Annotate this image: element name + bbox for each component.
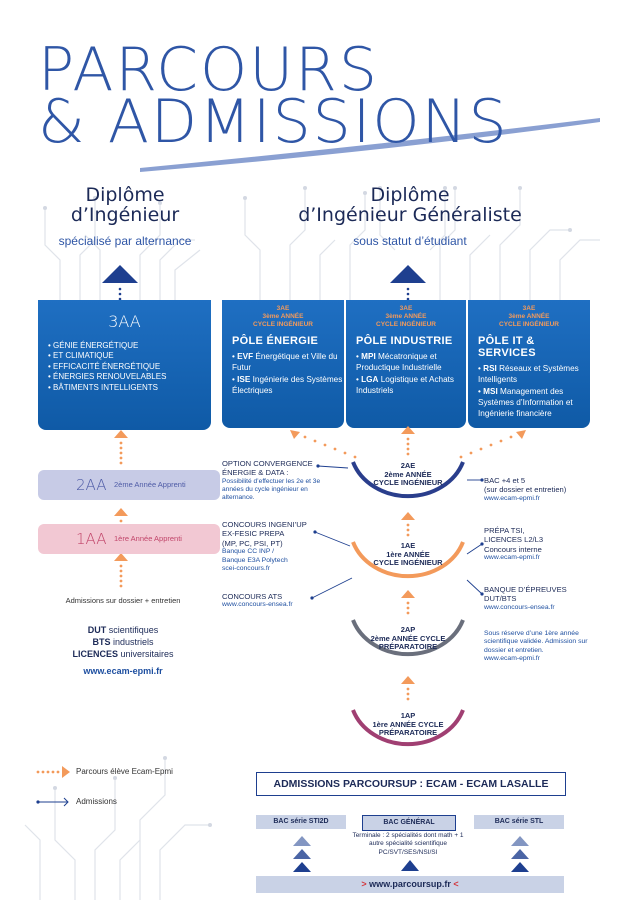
legend-item-parcours: Parcours élève Ecam-Epmi <box>76 767 173 776</box>
note-prepa-tsi: PRÉPA TSI, LICENCES L2/L3 Concours inter… <box>484 526 594 563</box>
admission-url[interactable]: www.ecam-epmi.fr <box>83 666 163 676</box>
parcoursup-title: ADMISSIONS PARCOURSUP : ECAM - ECAM LASA… <box>256 772 566 796</box>
right-header-line2: d’Ingénieur Généraliste <box>298 203 522 226</box>
arc-line2: CYCLE INGÉNIEUR <box>373 478 443 488</box>
arc-code: 2AP <box>400 625 416 634</box>
ecam-link[interactable]: www.ecam-epmi.fr <box>484 554 540 562</box>
pole-title: PÔLE IT & SERVICES <box>478 335 536 360</box>
arc-line1: 1ère ANNÉE CYCLE <box>372 719 444 729</box>
bar-1aa-label: 1ère Année Apprenti <box>114 534 182 543</box>
admission-intro: Admissions sur dossier + entretien <box>65 596 181 605</box>
note-concours-ats: CONCOURS ATS www.concours-ensea.fr <box>222 592 337 610</box>
list-item: EFFICACITÉ ÉNERGÉTIQUE <box>48 362 211 372</box>
page-title-line1: PARCOURS <box>38 35 379 105</box>
bar-1aa-code: 1AA <box>76 530 107 548</box>
card-tag-year: 3ème ANNÉE <box>262 313 304 321</box>
ensea-link[interactable]: www.concours-ensea.fr <box>484 603 555 611</box>
right-header-sub: sous statut d’étudiant <box>353 234 467 248</box>
left-header-line2: d’Ingénieur <box>70 203 180 226</box>
triangles-stl-icon <box>511 836 529 872</box>
arc-code: 2AE <box>400 461 416 470</box>
admission-diplomas: DUT scientifiques BTS industriels LICENC… <box>72 625 174 660</box>
arc-line1: 1ère ANNÉE <box>386 549 430 559</box>
note-banque-epreuves: BANQUE D’ÉPREUVES DUT/BTS www.concours-e… <box>484 585 594 612</box>
pole-title: PÔLE INDUSTRIE <box>356 335 453 348</box>
arc-line2: CYCLE INGÉNIEUR <box>373 558 443 568</box>
bac-general: BAC GÉNÉRAL <box>362 815 456 831</box>
card-tag-code: 3AE <box>399 305 413 312</box>
arc-line2: PRÉPARATOIRE <box>378 728 438 738</box>
left-header: Diplôme d’Ingénieur <box>40 184 210 226</box>
triangle-general-icon <box>401 860 419 871</box>
card-3aa: 3AA GÉNIE ÉNERGÉTIQUE ET CLIMATIQUE EFFI… <box>38 300 211 430</box>
right-header: Diplôme d’Ingénieur Généraliste <box>290 184 530 226</box>
list-item: ÉNERGIES RENOUVELABLES <box>48 372 211 382</box>
pole-title: PÔLE ÉNERGIE <box>232 335 319 348</box>
arc-2ap: 2AP 2ème ANNÉE CYCLE PRÉPARATOIRE <box>348 625 468 652</box>
list-item: EVF Énergétique et Ville du Futur <box>232 351 344 373</box>
bar-2aa-label: 2ème Année Apprenti <box>114 480 186 489</box>
list-item: MSI Management des Systèmes d’Informatio… <box>478 386 590 419</box>
arc-2ae: 2AE 2ème ANNÉE CYCLE INGÉNIEUR <box>348 461 468 488</box>
note-reserve: Sous réserve d’une 1ère année scientifiq… <box>484 630 600 664</box>
bar-2aa: 2AA 2ème Année Apprenti <box>38 470 220 500</box>
card-tag-code: 3AE <box>276 305 290 312</box>
note-concours-ingeniup: CONCOURS INGENI’UP EX-FESIC PREPA (MP, P… <box>222 520 337 574</box>
ecam-link[interactable]: www.ecam-epmi.fr <box>484 494 540 502</box>
list-item: MPI Mécatronique et Productique Industri… <box>356 351 466 373</box>
arc-line2: PRÉPARATOIRE <box>378 642 438 652</box>
bar-1aa: 1AA 1ère Année Apprenti <box>38 524 220 554</box>
arc-line1: 2ème ANNÉE CYCLE <box>370 633 446 643</box>
card-tag-year: 3ème ANNÉE <box>508 313 550 321</box>
bac-sti2d: BAC série STI2D <box>256 815 346 829</box>
list-item: GÉNIE ÉNERGÉTIQUE <box>48 341 211 351</box>
legend-icons <box>36 766 70 807</box>
ensea-link[interactable]: www.concours-ensea.fr <box>222 601 293 609</box>
list-item: RSI Réseaux et Systèmes Intelligents <box>478 363 590 385</box>
arc-code: 1AE <box>400 541 416 550</box>
arc-line1: 2ème ANNÉE <box>384 469 432 479</box>
parcoursup-link[interactable]: > www.parcoursup.fr < <box>256 876 564 893</box>
list-item: ISE Ingénierie des Systèmes Électriques <box>232 374 344 396</box>
triangles-sti2d-icon <box>293 836 311 872</box>
cycle-diagram <box>290 426 526 747</box>
card-tag-code: 3AE <box>522 305 536 312</box>
legend-item-admissions: Admissions <box>76 797 117 806</box>
right-header-line1: Diplôme <box>370 184 450 206</box>
left-header-sub: spécialisé par alternance <box>58 234 192 248</box>
card-pole-it-services: 3AE 3ème ANNÉE CYCLE INGÉNIEUR PÔLE IT &… <box>468 300 590 428</box>
list-item: LGA Logistique et Achats Industriels <box>356 374 466 396</box>
arc-code: 1AP <box>400 711 416 720</box>
bar-2aa-code: 2AA <box>76 476 107 494</box>
up-arrow-icon <box>390 265 426 306</box>
note-bac-4-5: BAC +4 et 5 (sur dossier et entretien) w… <box>484 476 594 503</box>
card-pole-industrie: 3AE 3ème ANNÉE CYCLE INGÉNIEUR PÔLE INDU… <box>346 300 466 428</box>
bac-stl: BAC série STL <box>474 815 564 829</box>
arc-1ap: 1AP 1ère ANNÉE CYCLE PRÉPARATOIRE <box>348 711 468 738</box>
page-title-line2: & ADMISSIONS <box>38 87 509 157</box>
note-option-convergence: OPTION CONVERGENCE ÉNERGIE & DATA : Poss… <box>222 459 321 502</box>
card-pole-energie: 3AE 3ème ANNÉE CYCLE INGÉNIEUR PÔLE ÉNER… <box>222 300 344 428</box>
card-tag-cycle: CYCLE INGÉNIEUR <box>499 321 559 329</box>
orange-path-arrows <box>114 430 128 588</box>
parcoursup-url[interactable]: > www.parcoursup.fr < <box>361 879 459 889</box>
ecam-link[interactable]: www.ecam-epmi.fr <box>484 655 540 663</box>
card-tag-cycle: CYCLE INGÉNIEUR <box>253 321 313 329</box>
list-item: ET CLIMATIQUE <box>48 351 211 361</box>
card-tag-year: 3ème ANNÉE <box>385 313 427 321</box>
scei-link[interactable]: scei-concours.fr <box>222 565 270 573</box>
arc-1ae: 1AE 1ère ANNÉE CYCLE INGÉNIEUR <box>348 541 468 568</box>
left-header-line1: Diplôme <box>85 184 165 206</box>
list-item: BÂTIMENTS INTELLIGENTS <box>48 383 211 393</box>
card-3aa-title: 3AA <box>108 312 141 331</box>
card-tag-cycle: CYCLE INGÉNIEUR <box>376 321 436 329</box>
bac-general-desc: Terminale : 2 spécialités dont math + 1 … <box>352 832 464 856</box>
